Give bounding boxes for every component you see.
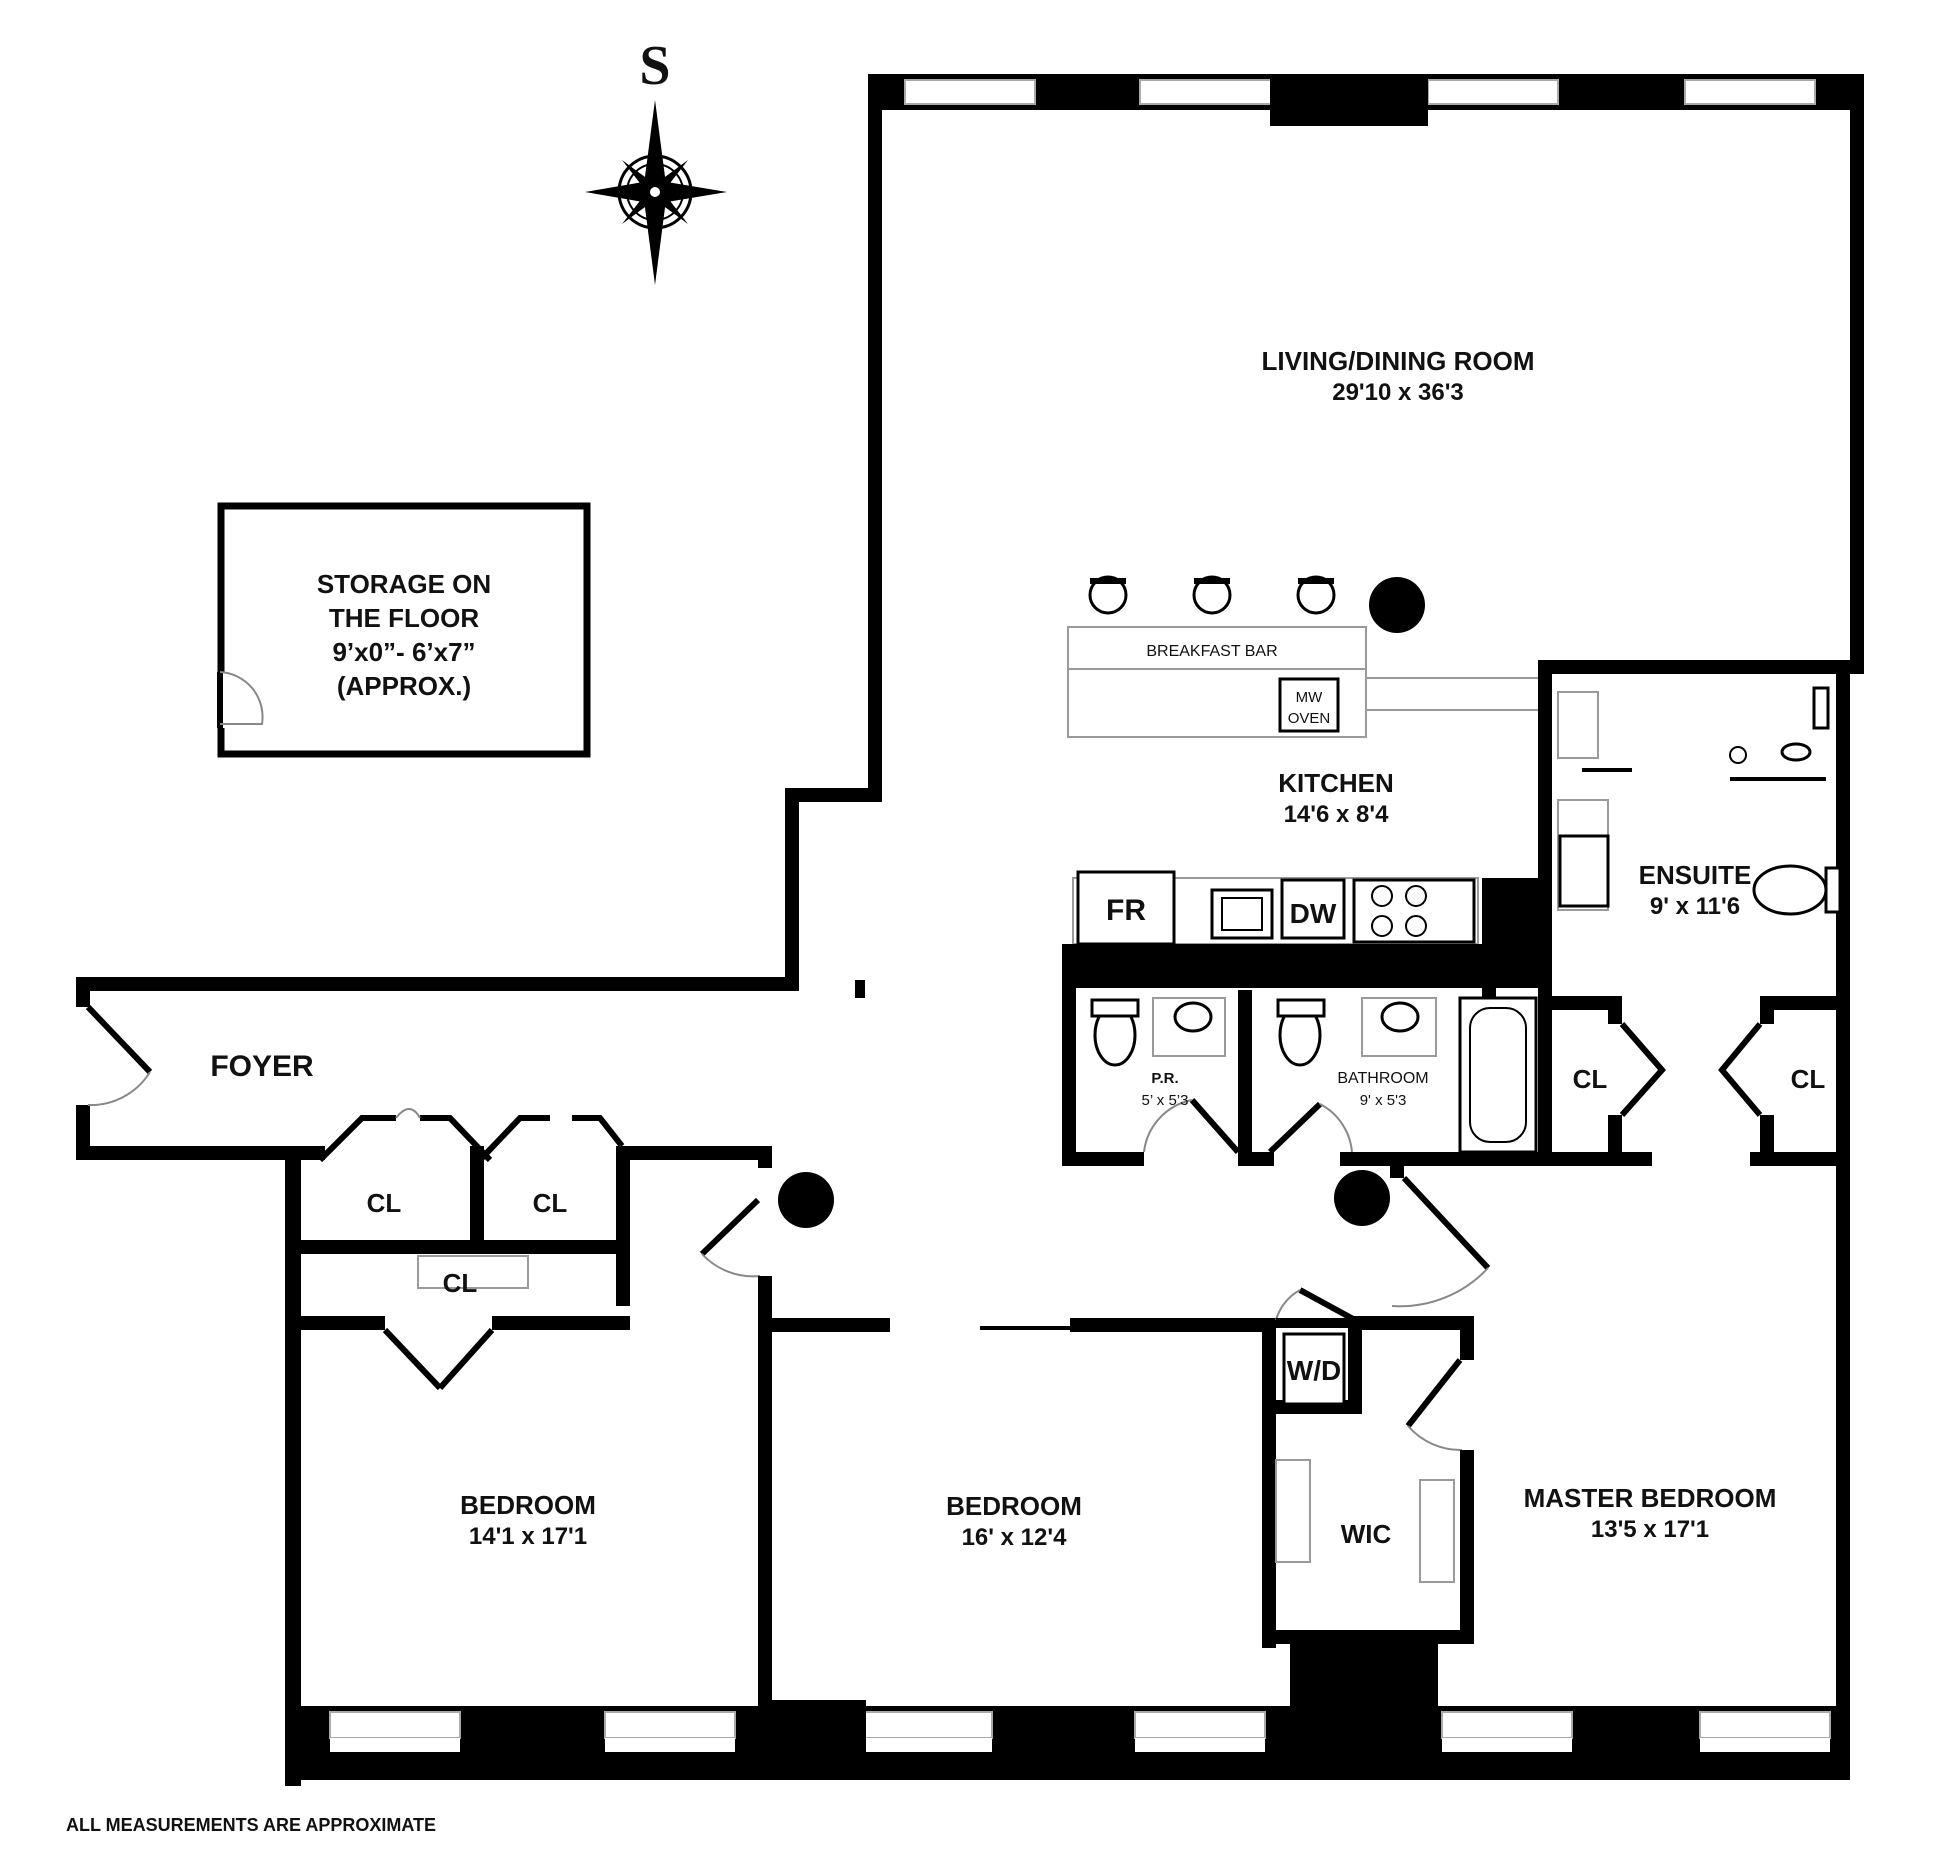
bathroom-label: BATHROOM [1337,1070,1428,1087]
exterior-walls [76,74,1864,1786]
ensuite-label: ENSUITE [1639,860,1752,890]
closet-label-ensuite-right: CL [1791,1064,1826,1094]
living-dining-room: LIVING/DINING ROOM 29'10 x 36'3 [1262,346,1535,406]
bedroom-2-dims: 16' x 12'4 [962,1524,1067,1551]
closet-label-foyer-1: CL [367,1188,402,1218]
kitchen-area: BREAKFAST BAR MW OVEN KITCHEN 14'6 x 8'4… [1062,575,1552,988]
storage-label-line2: THE FLOOR [329,603,479,633]
ensuite: ENSUITE 9' x 11'6 [1538,660,1850,1166]
bedroom-2-label: BEDROOM [946,1491,1082,1521]
column [1369,577,1425,633]
closet-label-foyer-2: CL [533,1188,568,1218]
foyer-closets: CL CL CL [285,1108,770,1391]
foyer: FOYER [85,1004,314,1107]
breakfast-bar-label: BREAKFAST BAR [1146,643,1277,660]
wic-block: W/D WIC [1262,1287,1474,1714]
wic-label: WIC [1341,1519,1392,1549]
washer-dryer-label: W/D [1287,1355,1341,1386]
foyer-label: FOYER [210,1050,314,1083]
kitchen-label: KITCHEN [1278,768,1394,798]
fridge-label: FR [1106,894,1146,927]
ensuite-closets: CL CL [1538,996,1850,1166]
kitchen-dims: 14'6 x 8'4 [1284,801,1389,828]
bath-block: P.R. 5’ x 5’3 BATHROOM 9' x 5'3 [1062,944,1652,1166]
master-bedroom-label: MASTER BEDROOM [1524,1483,1777,1513]
living-room-label: LIVING/DINING ROOM [1262,346,1535,376]
footer-note: ALL MEASUREMENTS ARE APPROXIMATE [66,1815,436,1835]
bedroom-1-dims: 14'1 x 17'1 [469,1523,587,1550]
powder-room-dims: 5’ x 5’3 [1142,1092,1189,1109]
mw-label: MW [1296,689,1323,706]
closet-label-bedroom: CL [443,1268,478,1298]
compass-rose: S [585,35,727,285]
column [1334,1170,1390,1226]
oven-label: OVEN [1288,710,1331,727]
bedroom-1-label: BEDROOM [460,1490,596,1520]
compass-south-label: S [639,35,670,97]
storage-label-line1: STORAGE ON [317,569,491,599]
bathroom-dims: 9' x 5'3 [1360,1092,1407,1109]
living-room-dims: 29'10 x 36'3 [1332,379,1464,406]
dishwasher-label: DW [1290,898,1337,929]
ensuite-dims: 9' x 11'6 [1650,893,1740,920]
storage-note: (APPROX.) [337,671,471,701]
column [778,1172,834,1228]
storage-dims: 9’x0”- 6’x7” [332,637,475,667]
powder-room-label: P.R. [1151,1070,1178,1087]
storage-room: STORAGE ON THE FLOOR 9’x0”- 6’x7” (APPRO… [216,502,591,758]
bedroom-1: BEDROOM 14'1 x 17'1 [460,1146,834,1712]
master-bedroom: MASTER BEDROOM 13'5 x 17'1 [1334,1152,1776,1543]
master-bedroom-dims: 13'5 x 17'1 [1591,1516,1709,1543]
closet-label-ensuite-left: CL [1573,1064,1608,1094]
